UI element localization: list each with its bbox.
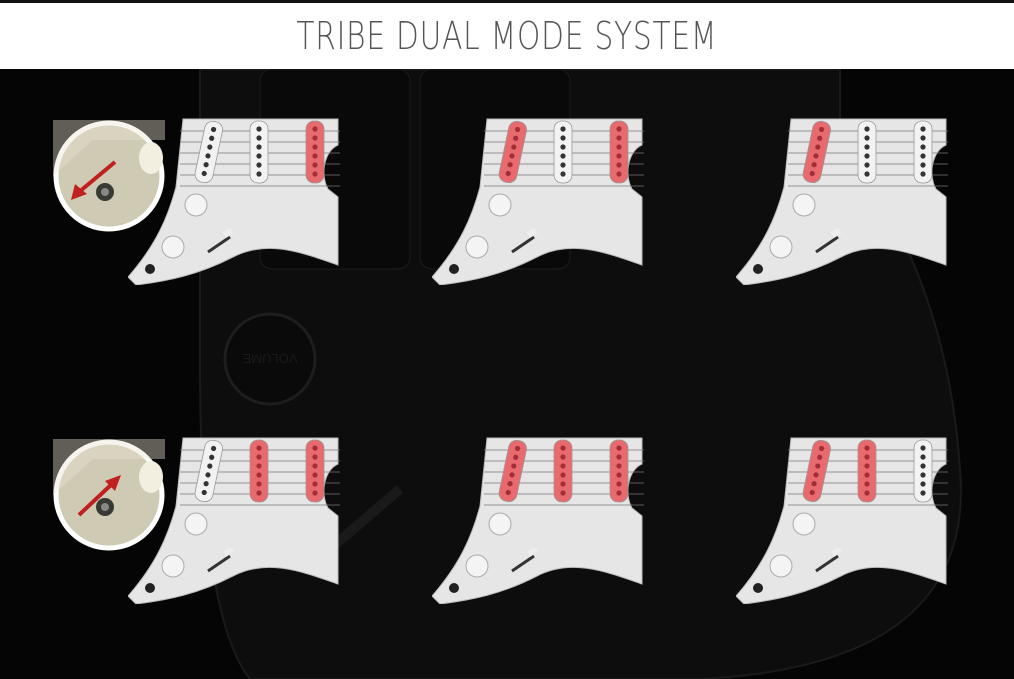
- pickguard-config-1-3: [735, 117, 948, 286]
- tone-knob: [465, 554, 489, 578]
- tone-knob: [161, 235, 185, 259]
- pickguard-config-1-2: [431, 117, 644, 286]
- pickguard-config-2-2: [431, 436, 644, 605]
- pickup-2-active: [249, 439, 269, 503]
- tone-knob: [769, 554, 793, 578]
- pickup-1-active: [802, 120, 831, 184]
- page-title: TRIBE DUAL MODE SYSTEM: [296, 14, 718, 58]
- header-banner: TRIBE DUAL MODE SYSTEM: [0, 3, 1014, 69]
- selector-switch: [207, 546, 234, 573]
- toggle-switch-down: [53, 120, 165, 232]
- master-knob: [792, 512, 816, 536]
- pickup-2: [553, 120, 573, 184]
- pickguard-config-2-3: [735, 436, 948, 605]
- master-knob: [184, 512, 208, 536]
- selector-switch: [511, 227, 538, 254]
- selector-switch: [511, 546, 538, 573]
- arrow-up-right-icon: [77, 475, 121, 517]
- top-border: [0, 0, 1014, 3]
- pickup-1: [194, 439, 223, 503]
- tone-knob: [769, 235, 793, 259]
- pickguard-config-1-1: [127, 117, 340, 286]
- pickup-1-active: [802, 439, 831, 503]
- pickup-3: [913, 120, 933, 184]
- svg-text:VOLUME: VOLUME: [242, 351, 297, 366]
- arrow-down-left-icon: [71, 160, 117, 200]
- master-knob: [792, 193, 816, 217]
- volume-knob-background: VOLUME: [223, 312, 317, 406]
- pickup-3-active: [609, 439, 629, 503]
- pickup-3: [913, 439, 933, 503]
- pickup-2-active: [857, 439, 877, 503]
- pickup-2: [249, 120, 269, 184]
- selector-switch: [815, 546, 842, 573]
- tone-knob: [161, 554, 185, 578]
- pickup-3-active: [305, 439, 325, 503]
- tone-knob: [465, 235, 489, 259]
- pickup-1: [194, 120, 223, 184]
- pickup-1-active: [498, 439, 527, 503]
- master-knob: [184, 193, 208, 217]
- selector-switch: [207, 227, 234, 254]
- pickup-3-active: [609, 120, 629, 184]
- pickup-1-active: [498, 120, 527, 184]
- pickup-2-active: [553, 439, 573, 503]
- master-knob: [488, 512, 512, 536]
- pickguard-config-2-1: [127, 436, 340, 605]
- pickup-2: [857, 120, 877, 184]
- toggle-switch-up: [53, 439, 165, 551]
- master-knob: [488, 193, 512, 217]
- selector-switch: [815, 227, 842, 254]
- pickup-3-active: [305, 120, 325, 184]
